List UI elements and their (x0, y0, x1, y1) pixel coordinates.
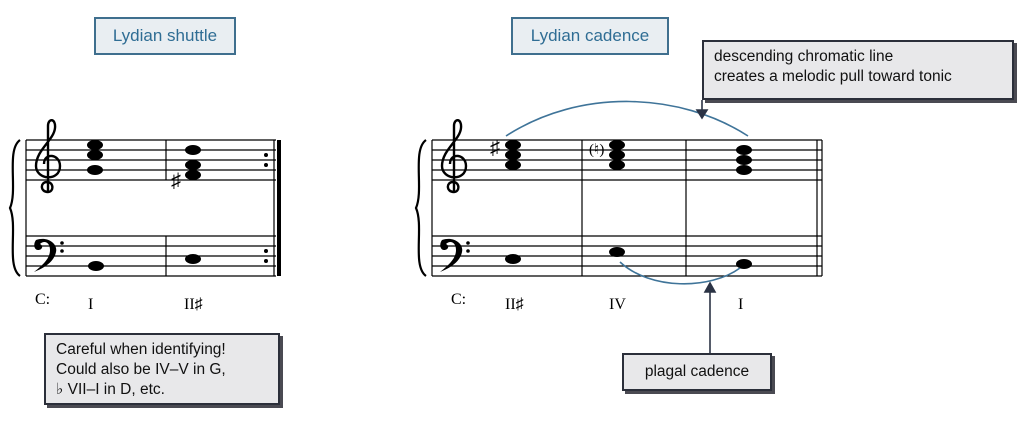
right-chord-3 (736, 145, 752, 175)
chromatic-line-arc (505, 100, 749, 137)
right-treble-staff (432, 139, 822, 181)
key-label-left: C: (35, 291, 50, 308)
right-bass-staff (432, 235, 822, 277)
bass-clef-icon (440, 238, 470, 272)
chromatic-line-note: descending chromatic line creates a melo… (702, 40, 1014, 100)
numeral-right-2: IV (609, 296, 626, 313)
left-chord-1 (87, 140, 103, 175)
key-label-right: C: (451, 291, 466, 308)
numeral-left-2: II♯ (184, 296, 203, 313)
sharp-accidental: ♯ (171, 170, 181, 192)
numeral-right-3: I (738, 296, 743, 313)
left-chord-2 (185, 145, 201, 180)
note-line: Careful when identifying! (56, 341, 226, 358)
note-line: creates a melodic pull toward tonic (714, 68, 952, 85)
note-line: ♭ VII–I in D, etc. (56, 381, 165, 398)
numeral-right-1: II♯ (505, 296, 524, 313)
right-chord-1 (505, 140, 521, 170)
treble-clef-icon (34, 119, 62, 194)
numeral-left-1: I (88, 296, 93, 313)
left-treble-staff (26, 139, 276, 181)
careful-note: Careful when identifying! Could also be … (44, 333, 280, 405)
natural-accidental: (♮) (589, 142, 604, 158)
title-lydian-cadence: Lydian cadence (511, 17, 669, 55)
note-line: Could also be IV–V in G, (56, 361, 226, 378)
sharp-accidental: ♯ (490, 137, 500, 159)
arrow-to-arc (695, 100, 709, 120)
right-brace (414, 139, 427, 277)
left-bass-notes (88, 254, 201, 271)
final-barline (277, 140, 281, 276)
note-line: descending chromatic line (714, 48, 894, 65)
treble-clef-icon (440, 119, 468, 194)
plagal-cadence-note: plagal cadence (622, 353, 772, 391)
plagal-arc (619, 261, 741, 285)
left-bass-staff (26, 235, 276, 277)
bass-clef-icon (34, 238, 64, 272)
left-brace (8, 139, 21, 277)
note-line: plagal cadence (644, 363, 750, 380)
right-chord-2 (609, 140, 625, 170)
title-lydian-shuttle: Lydian shuttle (94, 17, 236, 55)
arrow-to-plagal (703, 281, 717, 354)
right-bass-notes (505, 247, 752, 269)
repeat-dots (264, 153, 268, 263)
